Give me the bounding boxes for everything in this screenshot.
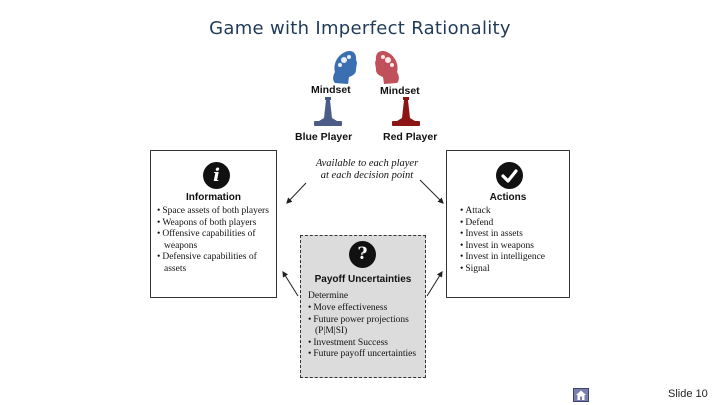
blue-mindset-label: Mindset <box>311 84 351 96</box>
blue-head-icon <box>333 50 357 84</box>
information-title: Information <box>186 192 241 203</box>
question-icon: ? <box>349 241 376 268</box>
actions-title: Actions <box>489 192 527 203</box>
payoff-list: Move effectiveness Future power projecti… <box>308 303 422 361</box>
red-mindset-label: Mindset <box>380 85 420 97</box>
list-item: Space assets of both players <box>157 206 273 218</box>
list-item: Signal <box>460 264 568 276</box>
list-item: Defend <box>460 218 568 230</box>
red-pawn-icon <box>392 97 420 126</box>
list-item: Future payoff uncertainties <box>308 349 422 361</box>
information-list: Space assets of both players Weapons of … <box>157 206 273 275</box>
arrow-payoff-information <box>282 270 299 297</box>
availability-note-line-2: at each decision point <box>320 170 414 181</box>
blue-pawn-icon <box>314 97 342 126</box>
payoff-uncertainties-box: ? Payoff Uncertainties Determine Move ef… <box>300 235 426 378</box>
arrow-to-actions <box>419 179 444 204</box>
arrow-to-information <box>286 182 307 204</box>
slide-title: Game with Imperfect Rationality <box>209 18 511 39</box>
info-icon: i <box>203 162 230 189</box>
home-icon[interactable] <box>573 388 589 402</box>
list-item: Offensive capabilities of weapons <box>157 229 273 252</box>
payoff-title: Payoff Uncertainties <box>314 274 412 285</box>
list-item: Investment Success <box>308 338 422 350</box>
list-item: Defensive capabilities of assets <box>157 252 273 275</box>
availability-note: Available to each player at each decisio… <box>292 158 442 182</box>
list-item: Invest in assets <box>460 229 568 241</box>
availability-note-line-1: Available to each player <box>315 158 419 169</box>
slide-number: Slide 10 <box>668 388 708 400</box>
red-player-label: Red Player <box>383 131 438 143</box>
list-item: Move effectiveness <box>308 303 422 315</box>
payoff-intro: Determine <box>308 291 349 301</box>
arrow-payoff-actions <box>426 270 443 297</box>
list-item: Attack <box>460 206 568 218</box>
list-item: Weapons of both players <box>157 218 273 230</box>
list-item: Future power projections (P|M|SI) <box>308 315 422 338</box>
blue-player-label: Blue Player <box>295 131 353 143</box>
red-head-icon <box>375 50 399 84</box>
actions-box: Actions Attack Defend Invest in assets I… <box>446 150 570 298</box>
list-item: Invest in intelligence <box>460 252 568 264</box>
actions-list: Attack Defend Invest in assets Invest in… <box>460 206 568 275</box>
checkmark-icon <box>496 162 523 189</box>
list-item: Invest in weapons <box>460 241 568 253</box>
information-box: i Information Space assets of both playe… <box>150 150 277 298</box>
